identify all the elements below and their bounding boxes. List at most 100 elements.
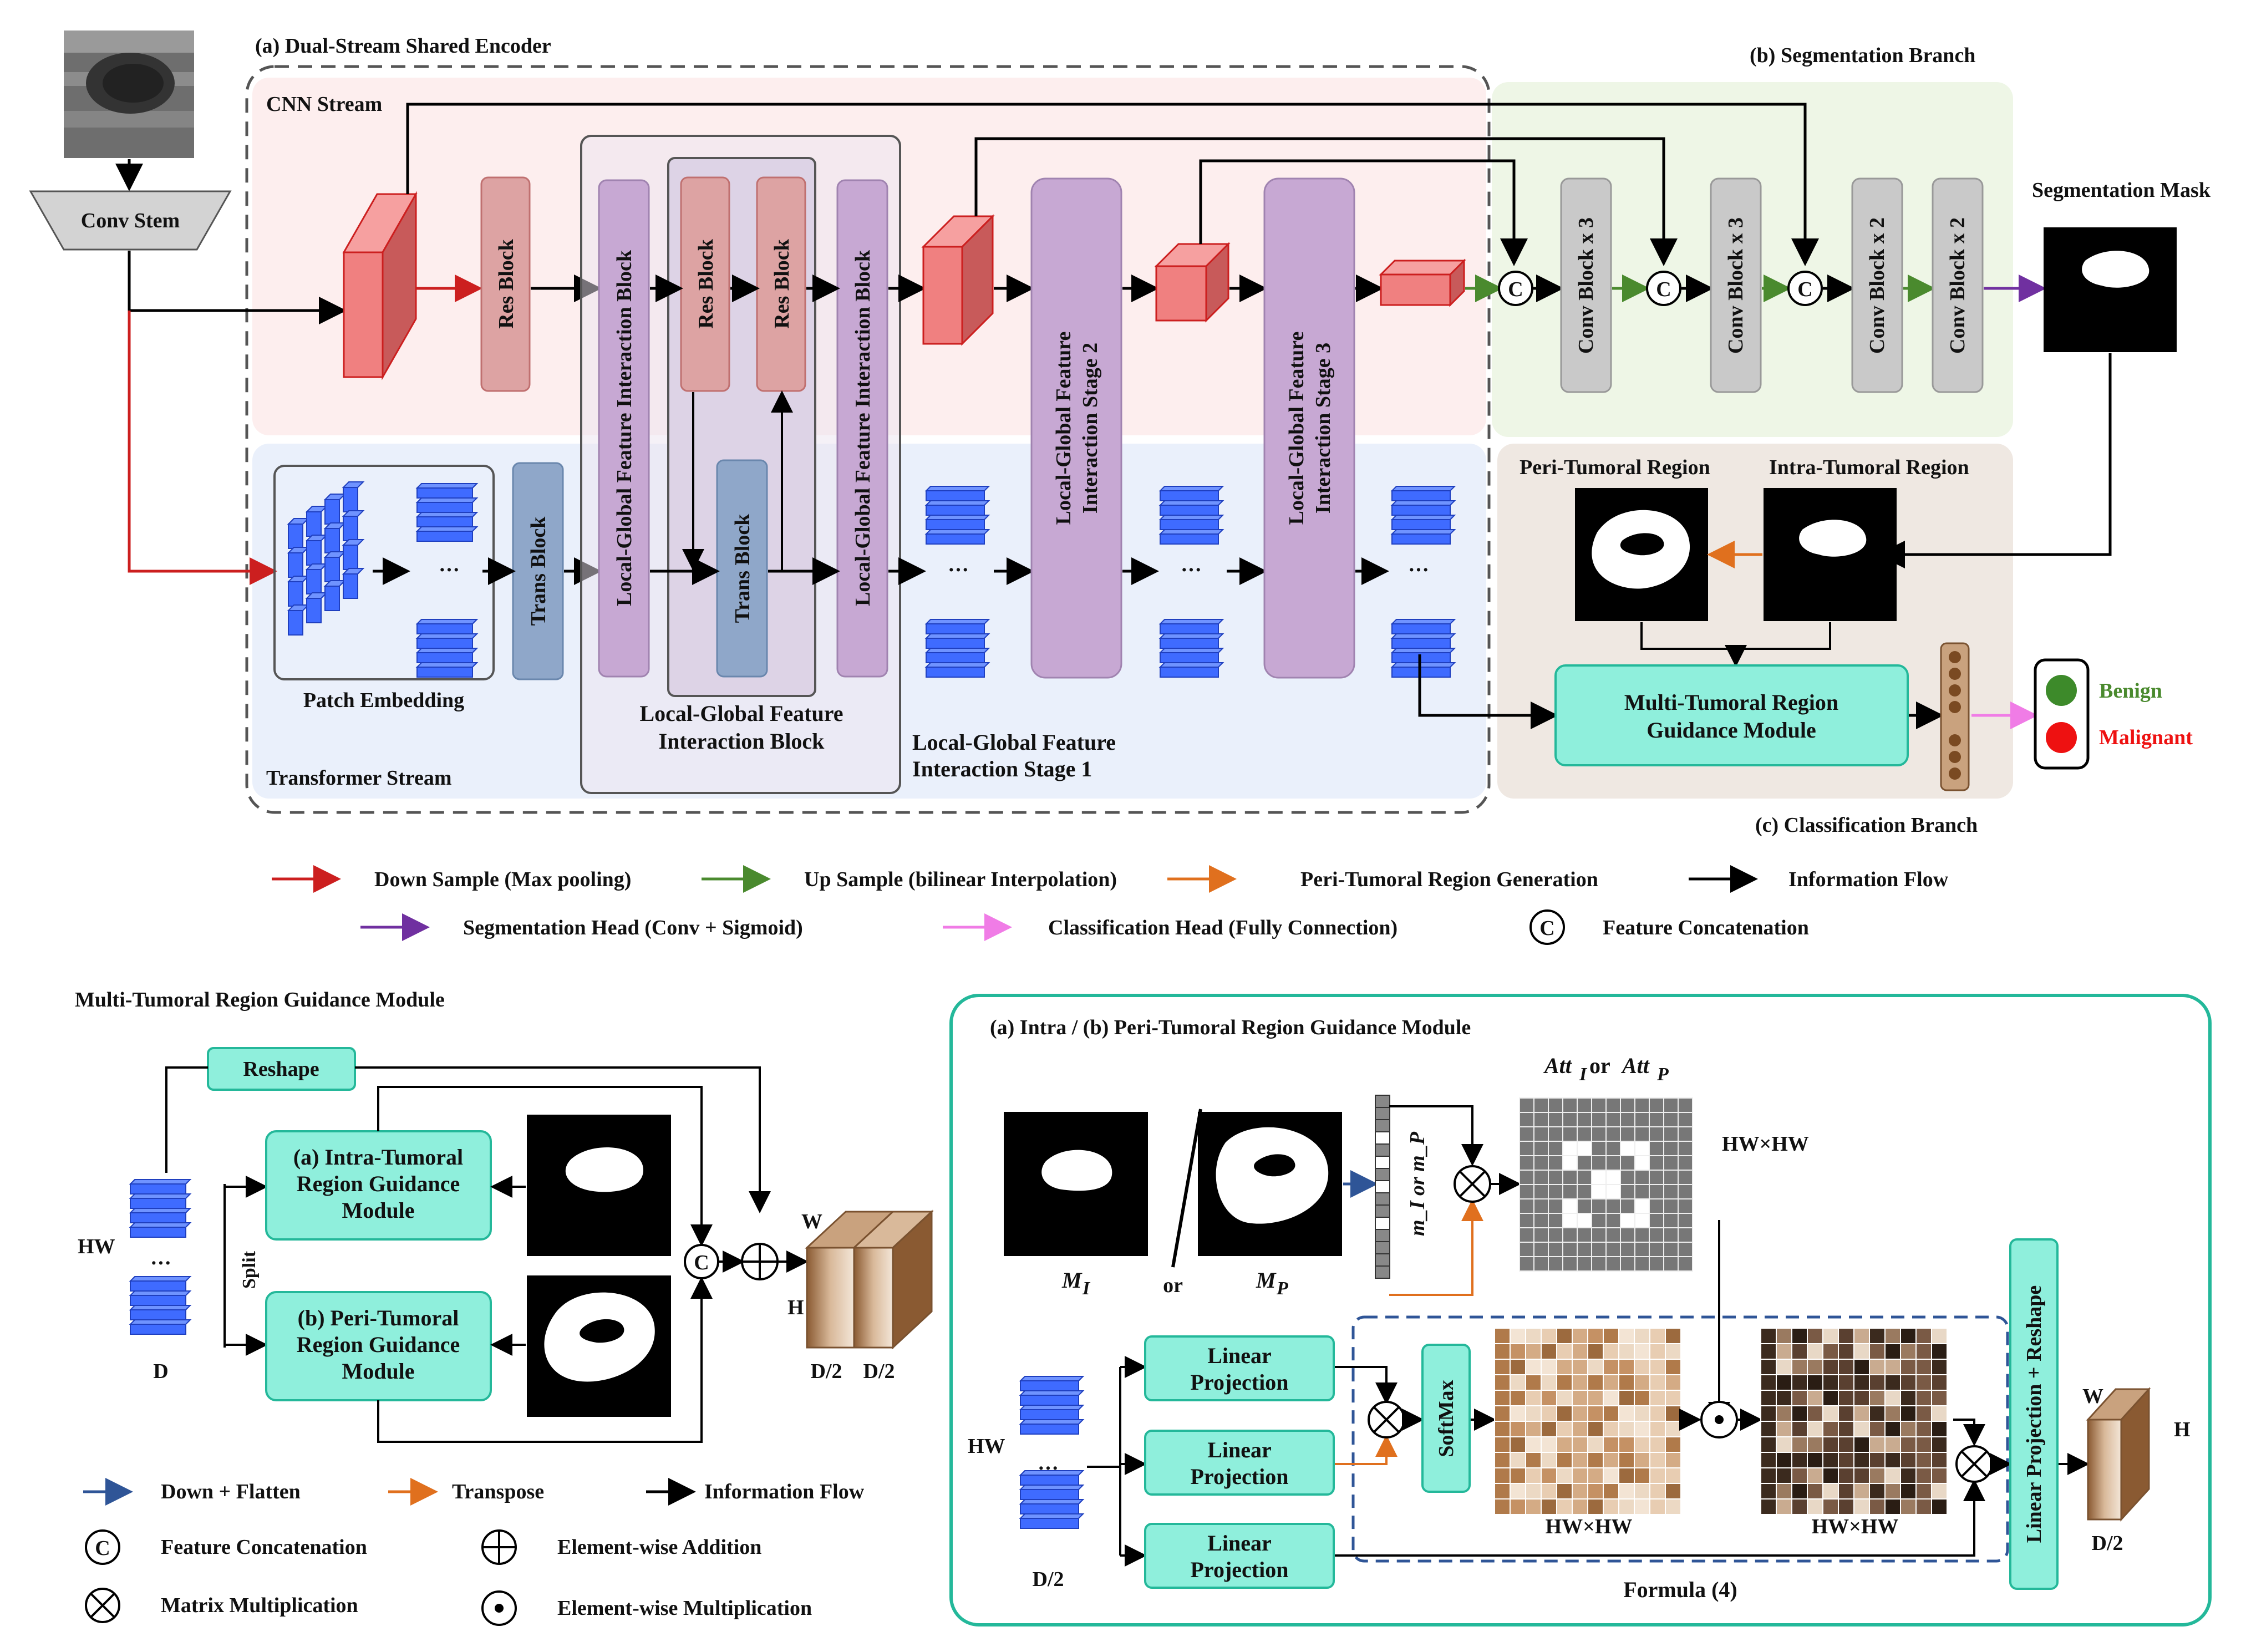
patch-cell [324,499,340,525]
lgfi-block-left [598,179,650,678]
heat-cell [1618,1328,1635,1344]
heat-cell [1541,1405,1557,1422]
stage3-label-1: Local-Global Feature [1285,332,1308,525]
att-cell [1562,1112,1578,1127]
bl-legend-feat-concat: Feature Concatenation [161,1536,367,1559]
token-bar [926,667,985,678]
br-out-d2: D/2 [2092,1532,2123,1555]
heat-cell [1822,1452,1839,1468]
legend-concat-symbol: C [1539,917,1554,940]
att-cell [1649,1242,1664,1257]
lp3-line2: Projection [1191,1557,1289,1582]
att-cell [1605,1126,1621,1142]
att-cell [1634,1184,1650,1199]
m-p-label: M [1256,1268,1277,1293]
heat-cell [1603,1328,1619,1344]
patch-cell [343,487,358,512]
legend: Down Sample (Max pooling) Up Sample (bil… [272,865,1949,945]
att-cell [1634,1198,1650,1214]
heat-cell [1494,1421,1511,1437]
heat-cell [1603,1467,1619,1484]
att-cell [1591,1227,1607,1243]
heat-cell [1510,1374,1526,1391]
attention-map-grid [1519,1097,1693,1272]
peri-module-line1: (b) Peri-Tumoral [298,1305,459,1330]
token-bar [130,1324,186,1335]
heat-cell [1510,1328,1526,1344]
heat-cell [1884,1374,1901,1391]
heat-cell [1587,1405,1604,1422]
att-cell [1620,1141,1635,1156]
heat-cell [1665,1436,1681,1453]
heat-cell [1900,1452,1917,1468]
peri-region-label: Peri-Tumoral Region [1520,456,1710,479]
patch-cell [324,528,340,553]
att-cell [1678,1256,1693,1272]
token-bar [129,1305,192,1310]
heat-cell [1603,1343,1619,1360]
heat-cell [1838,1436,1854,1453]
att-cell [1678,1227,1693,1243]
br-elemmul [1700,1401,1738,1438]
heat-cell [1572,1390,1588,1406]
heat-cell [1838,1452,1854,1468]
att-cell [1577,1184,1592,1199]
heat-cell [1649,1390,1666,1406]
lgfi-caption-line2: Interaction Block [659,729,825,754]
bl-tokens [129,1179,192,1335]
conv-block-4-label: Conv Block x 2 [1946,217,1969,354]
token-bar [415,512,479,517]
heat-cell [1807,1343,1823,1360]
bl-add-node [741,1243,779,1280]
token-bar [1390,529,1456,535]
heat-cell [1649,1405,1666,1422]
heat-cell [1776,1343,1792,1360]
heat-cell [1556,1405,1573,1422]
token-bar [1390,633,1456,639]
concat-node-3 [1787,271,1823,306]
heat-cell [1665,1359,1681,1375]
att-cell [1634,1141,1650,1156]
bl-h: H [787,1296,804,1319]
att-cell [1591,1097,1607,1113]
heat-cell [1884,1359,1901,1375]
lgfi-block-right [836,179,888,678]
token-bar [415,497,479,503]
att-cell [1649,1141,1664,1156]
token-bar [1020,1409,1079,1420]
bl-legend-elem-mul: Element-wise Multiplication [557,1597,812,1620]
heat-cell [1915,1359,1932,1375]
token-bar [926,623,985,634]
intra-region-image [1764,488,1897,621]
final-projection-box [2009,1238,2059,1590]
cls-neuron [1949,734,1961,746]
token-bar [1020,1380,1079,1391]
att-cell [1519,1126,1534,1142]
shared-encoder-border [245,65,1491,814]
att-cell [1649,1227,1664,1243]
heat-cell [1665,1467,1681,1484]
heat-cell [1853,1498,1870,1515]
heat-cell [1931,1359,1948,1375]
formula-4-box [1351,1315,2009,1563]
att-cell [1663,1126,1679,1142]
patch-cell [343,545,358,570]
tokens-s1-ellipsis: ··· [948,558,969,582]
heat-cell [1838,1359,1854,1375]
heat-cell [1510,1436,1526,1453]
heat-cell [1838,1390,1854,1406]
patch-cell [306,511,322,537]
patch-cell [288,581,303,607]
patch-cell [288,552,303,578]
heat-cell [1807,1483,1823,1499]
token-bar [1390,500,1456,506]
heat-cell [1760,1328,1777,1344]
att-cell [1663,1155,1679,1171]
token-bar [1019,1499,1085,1504]
token-bar [1391,623,1451,634]
att-cell [1620,1155,1635,1171]
legend-cls-head: Classification Head (Fully Connection) [1048,916,1398,939]
token-bar [416,516,473,527]
linear-projection-2 [1144,1430,1335,1496]
